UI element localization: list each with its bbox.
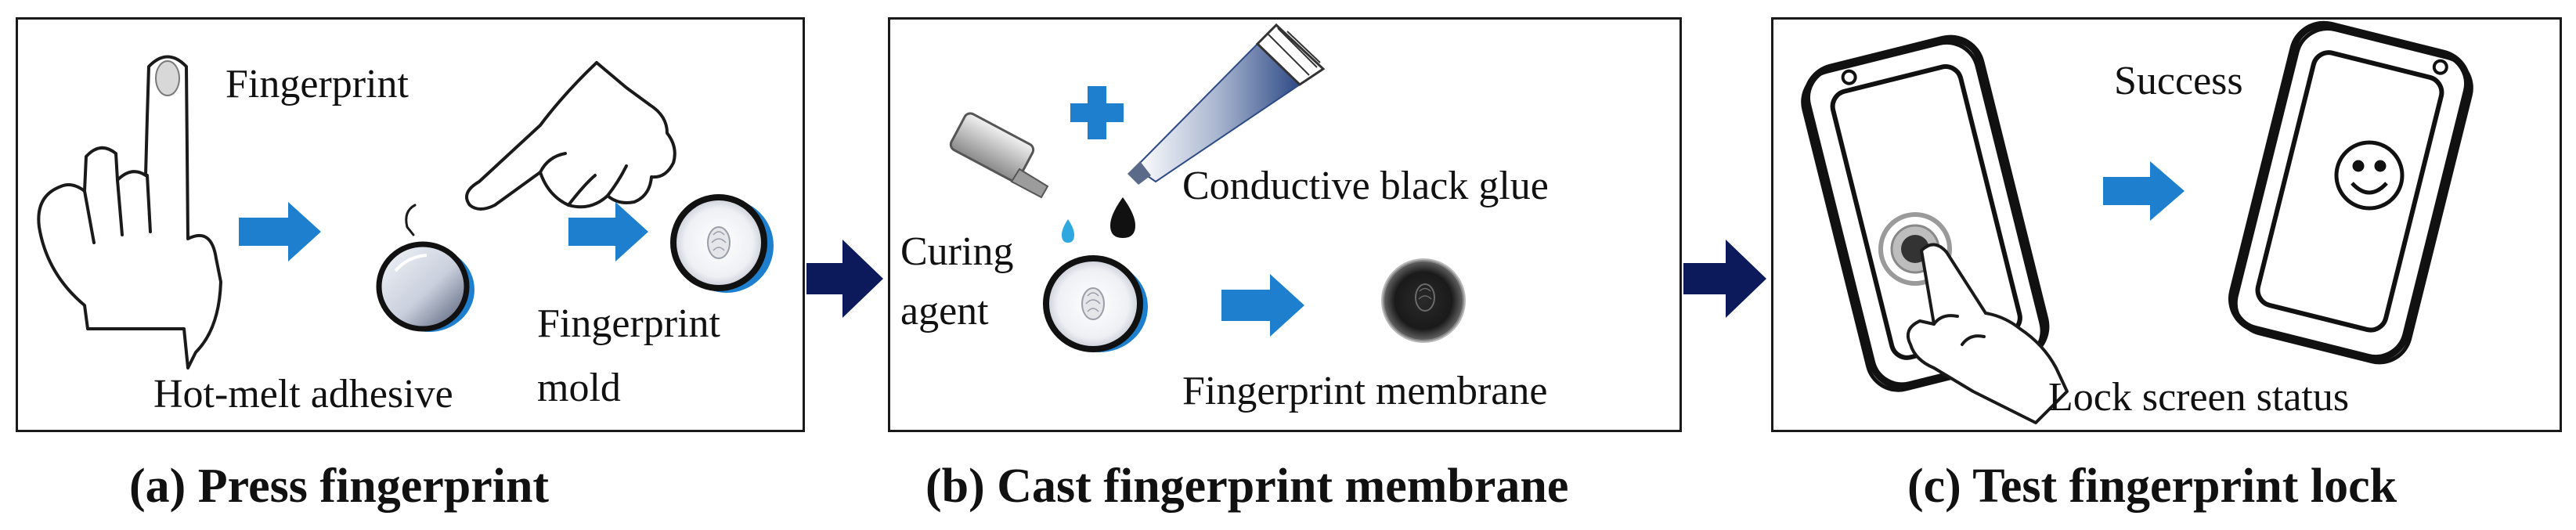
curing-agent-bottle-icon [949,112,1049,199]
mold-disc-icon [670,194,774,293]
pressing-hand-icon [405,61,676,236]
right-arrow-icon [1221,274,1304,337]
lock-status-label: Lock screen status [2048,375,2350,420]
right-arrow-icon [2103,161,2185,221]
glue-label: Conductive black glue [1182,164,1549,208]
right-arrow-icon [1683,240,1766,318]
membrane-label: Fingerprint membrane [1182,369,1548,413]
agent-label-line1: Curing [900,229,1014,274]
agent-drop-icon [1062,219,1074,243]
adhesive-disc-icon [376,241,474,332]
plus-icon [1070,86,1124,139]
mold-label-line1: Fingerprint [537,301,720,346]
mold-label-line2: mold [537,366,621,410]
membrane-disc-icon [1381,258,1466,343]
agent-label-line2: agent [900,289,989,334]
smiley-icon [2334,140,2405,211]
glue-tube-icon [1127,23,1326,185]
adhesive-label: Hot-melt adhesive [153,372,453,416]
right-arrow-icon [806,240,883,318]
panel-c-caption: (c) Test fingerprint lock [1907,460,2397,513]
panel-a-caption: (a) Press fingerprint [129,460,550,513]
right-arrow-icon [239,202,321,261]
mold-disc-icon [1043,255,1148,352]
touching-finger-icon [1907,243,2069,424]
phone-unlocked-icon [2228,20,2473,365]
raised-finger-icon [37,55,222,370]
panel-b-caption: (b) Cast fingerprint membrane [925,460,1569,513]
right-arrow-icon [568,202,648,261]
success-label: Success [2114,59,2243,103]
glue-drop-icon [1110,197,1135,238]
fingerprint-label: Fingerprint [225,62,409,106]
